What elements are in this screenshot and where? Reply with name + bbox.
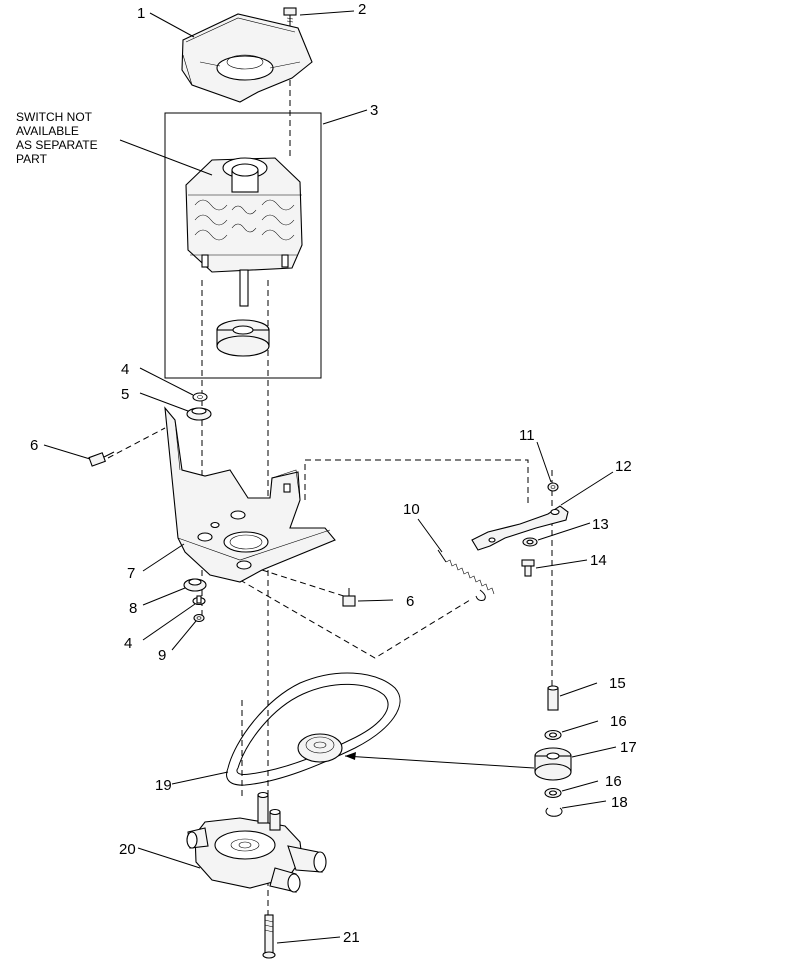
callout-17: 17 [620,739,637,756]
callout-5: 5 [121,386,129,403]
callout-13: 13 [592,516,609,533]
callout-10: 10 [403,501,420,518]
callout-11: 11 [519,427,535,444]
callout-18: 18 [611,794,628,811]
part-19-drive-belt [226,672,401,786]
part-7-motor-bracket [164,406,336,583]
part-14-shoulder-bolt [521,559,535,577]
part-20-pump [186,791,327,893]
part-15-stud [547,685,559,711]
callout-14: 14 [590,552,607,569]
part-8-grommet-bottom [183,578,207,592]
switch-note-line-2: AVAILABLE [16,124,79,138]
part-3-motor [185,157,303,357]
callout-19: 19 [155,777,172,794]
part-6-screw-right [342,588,356,607]
part-4-washer-top [192,392,208,402]
callout-6-left: 6 [30,437,38,454]
part-5-grommet-top [186,407,212,421]
part-1-motor-cover [181,13,313,103]
callout-16-bottom: 16 [605,773,622,790]
part-3-motor-box [164,112,322,379]
callout-4-top: 4 [121,361,129,378]
part-17-idler-pulley [534,747,572,781]
callout-9: 9 [158,647,166,664]
callout-12: 12 [615,458,632,475]
part-6-screw-left [88,451,115,467]
callout-2: 2 [358,1,366,18]
callout-labels: 1 2 3 4 5 6 7 8 4 9 6 10 11 12 13 14 15 … [30,1,637,946]
part-9-nut [193,613,205,623]
callout-4-bottom: 4 [124,635,132,652]
callout-15: 15 [609,675,626,692]
leader-lines [43,10,617,944]
callout-7: 7 [127,565,135,582]
callout-20: 20 [119,841,136,858]
callout-1: 1 [137,5,145,22]
part-4-washer-bottom [192,595,206,606]
part-2-screw [283,7,297,24]
callout-6-right: 6 [406,593,414,610]
part-12-idler-arm [471,505,569,551]
part-16-washer-top [544,729,562,741]
part-16-washer-bottom [544,787,562,799]
callout-8: 8 [129,600,137,617]
part-10-spring [437,549,495,601]
part-11-nut [547,482,559,492]
part-21-bolt [262,914,276,959]
switch-note: SWITCH NOT AVAILABLE AS SEPARATE PART [16,110,98,166]
switch-note-line-1: SWITCH NOT [16,110,93,124]
switch-note-line-3: AS SEPARATE [16,138,98,152]
part-13-washer [522,537,538,547]
callout-3: 3 [370,102,378,119]
callout-16-top: 16 [610,713,627,730]
callout-21: 21 [343,929,360,946]
part-18-retaining-ring [545,807,563,817]
switch-note-line-4: PART [16,152,48,166]
